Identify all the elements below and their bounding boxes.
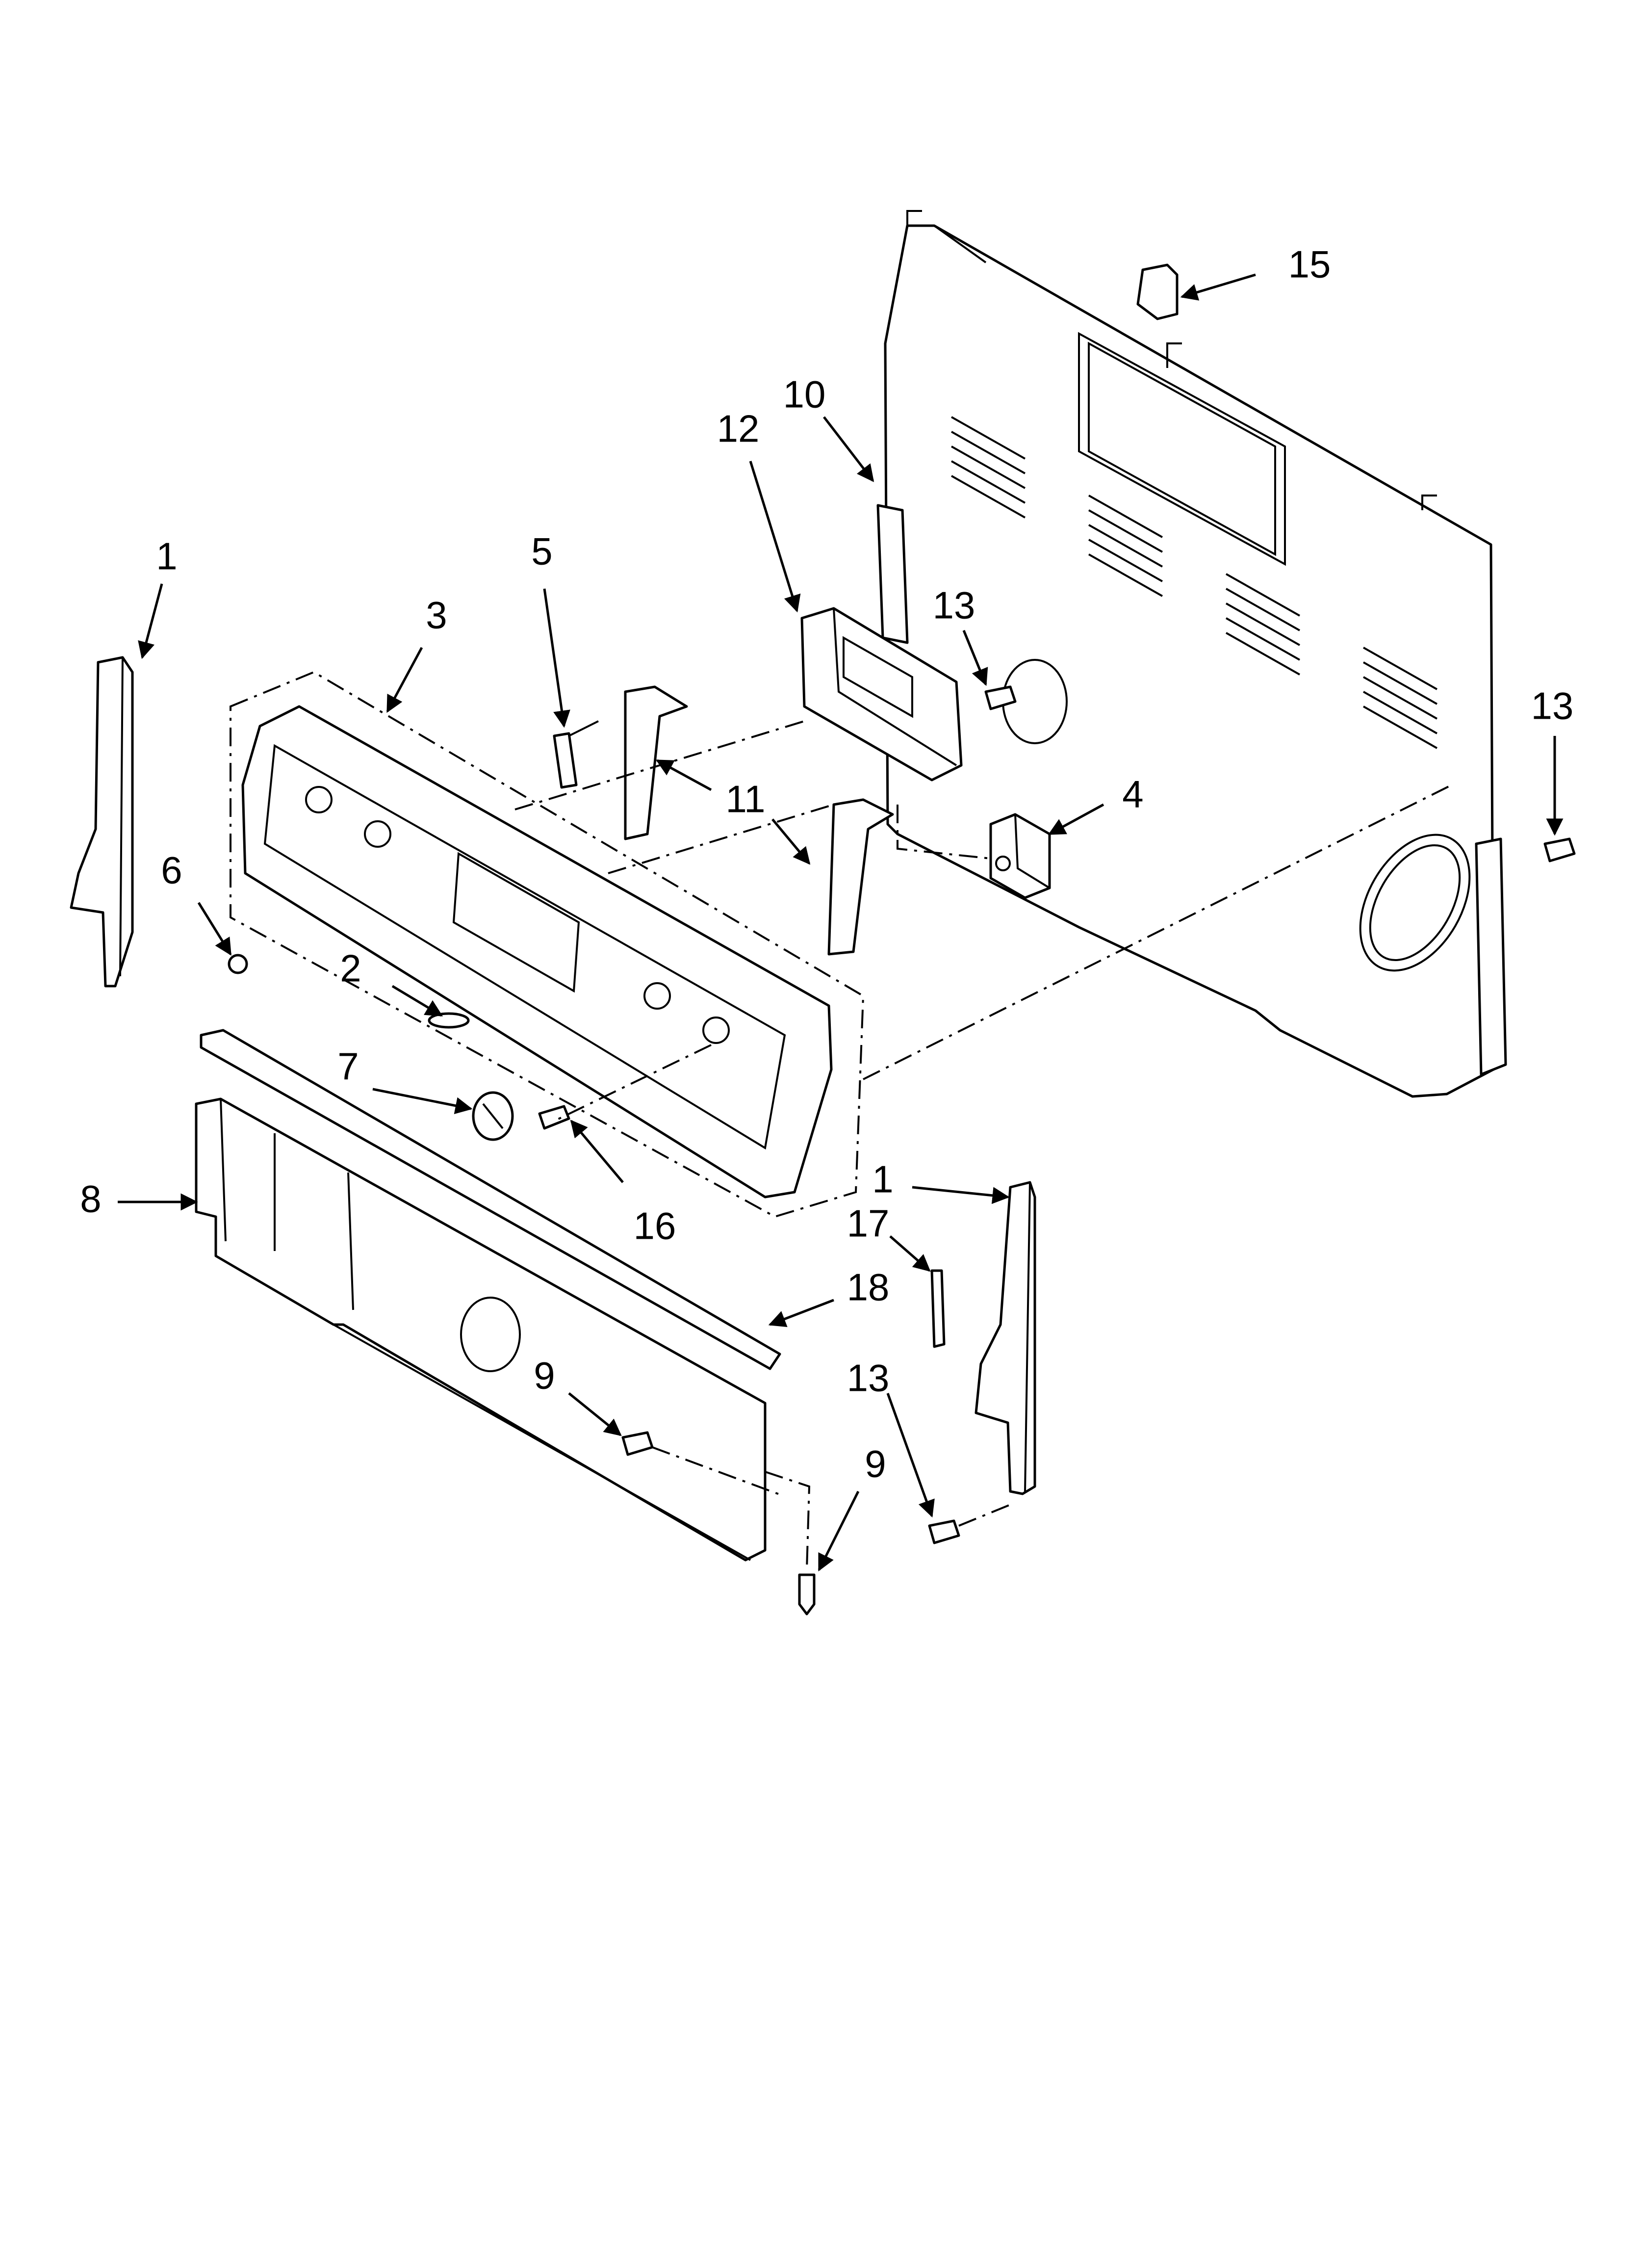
screw-16	[538, 1105, 570, 1130]
callout-2: 2	[340, 947, 361, 990]
manifold-panel	[195, 1097, 767, 1562]
callout-1-left: 1	[156, 535, 177, 578]
callout-15: 15	[1288, 243, 1331, 286]
trim-strip	[200, 1029, 781, 1370]
end-plug	[228, 954, 248, 974]
callout-1-right: 1	[872, 1158, 893, 1201]
callout-17: 17	[847, 1202, 890, 1245]
callout-5: 5	[531, 530, 552, 573]
electronic-control	[800, 607, 963, 782]
screw-13-rear	[984, 685, 1017, 710]
control-panel	[230, 671, 865, 1218]
control-bracket-upper	[624, 685, 688, 840]
control-switch	[989, 813, 1051, 899]
callout-9-lower: 9	[865, 1442, 886, 1486]
control-bracket-lower	[827, 798, 894, 956]
wire-harness	[553, 732, 578, 789]
callout-12: 12	[717, 407, 760, 450]
callout-18: 18	[847, 1266, 890, 1309]
side-trim-left	[70, 656, 134, 988]
screw-13-lower	[928, 1519, 960, 1544]
callout-13-right: 13	[1531, 684, 1574, 728]
callout-8: 8	[80, 1177, 101, 1221]
screw-9-lower	[798, 1573, 816, 1616]
callout-13-lower: 13	[847, 1356, 890, 1400]
callout-3: 3	[426, 594, 447, 637]
callout-4: 4	[1122, 773, 1143, 816]
callout-10: 10	[783, 373, 826, 416]
knob	[472, 1091, 514, 1141]
retainer-clip	[930, 1269, 946, 1348]
leader-lines	[118, 273, 1564, 1572]
assembly-lines	[514, 720, 1452, 1570]
callout-9-upper: 9	[534, 1354, 555, 1397]
side-trim-right	[975, 1181, 1036, 1495]
clip	[1136, 263, 1179, 320]
callouts: 1 1 2 3 4 5 6 7 8 9 9 10 11 12 13 13 13 …	[80, 243, 1573, 1486]
callout-7: 7	[337, 1045, 359, 1088]
callout-11: 11	[726, 778, 766, 821]
callout-6: 6	[161, 849, 182, 892]
callout-13-rear: 13	[933, 584, 975, 627]
callout-16: 16	[634, 1204, 676, 1248]
badge	[428, 1012, 470, 1029]
vent-slots	[951, 416, 1437, 749]
screw-13-right	[1543, 837, 1576, 862]
